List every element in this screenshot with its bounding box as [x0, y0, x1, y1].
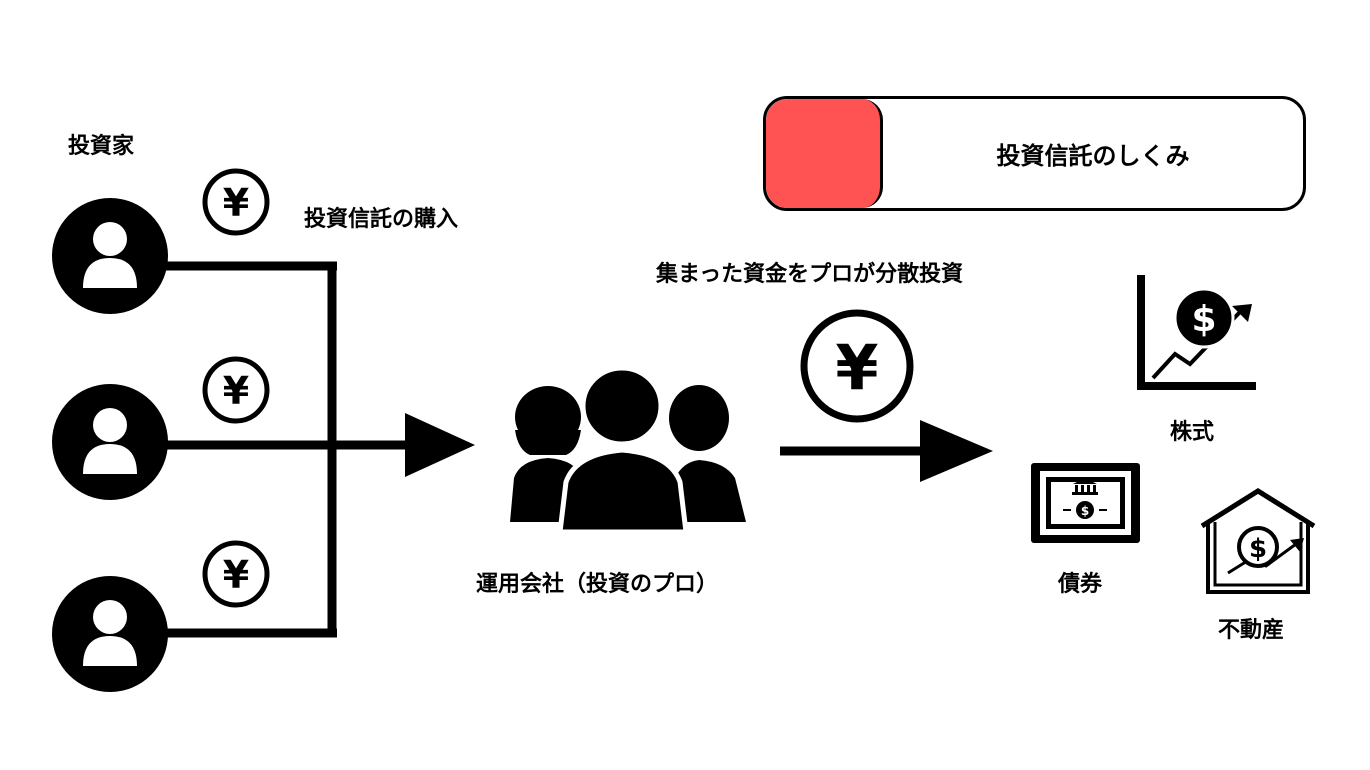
- yen-coin-icon: ¥: [202, 168, 270, 236]
- title-accent: [766, 99, 883, 208]
- title-box: 投資信託のしくみ: [763, 96, 1306, 211]
- asset-label-stocks: 株式: [1170, 420, 1215, 445]
- manager-label: 運用会社（投資のプロ）: [476, 572, 719, 597]
- flow-label: 集まった資金をプロが分散投資: [656, 262, 964, 287]
- arrow-to-manager-icon: [405, 413, 475, 477]
- svg-text:$: $: [1249, 534, 1267, 564]
- investor-avatar-icon: [52, 384, 168, 500]
- investor-avatar-icon: [52, 198, 168, 314]
- svg-text:¥: ¥: [223, 181, 249, 225]
- large-yen-coin-icon: ¥: [800, 309, 914, 423]
- stock-chart-icon: $: [1137, 275, 1256, 390]
- svg-text:¥: ¥: [835, 331, 878, 404]
- investor-connectors: [165, 261, 415, 638]
- yen-coin-icon: ¥: [202, 356, 270, 424]
- arrow-to-assets-icon: [920, 420, 993, 482]
- svg-text:$: $: [1081, 504, 1089, 518]
- asset-label-bonds: 債券: [1058, 572, 1103, 597]
- asset-manager-group-icon: [510, 365, 746, 535]
- diagram-title: 投資信託のしくみ: [996, 142, 1190, 170]
- svg-text:¥: ¥: [223, 553, 249, 597]
- bond-certificate-icon: $: [1031, 463, 1140, 543]
- investors-label: 投資家: [68, 134, 135, 159]
- purchase-label: 投資信託の購入: [304, 207, 459, 232]
- real-estate-icon: $: [1200, 488, 1316, 594]
- yen-coin-icon: ¥: [202, 540, 270, 608]
- asset-label-real-estate: 不動産: [1218, 618, 1285, 643]
- investor-avatar-icon: [52, 576, 168, 692]
- svg-text:¥: ¥: [223, 369, 249, 413]
- svg-text:$: $: [1191, 299, 1216, 340]
